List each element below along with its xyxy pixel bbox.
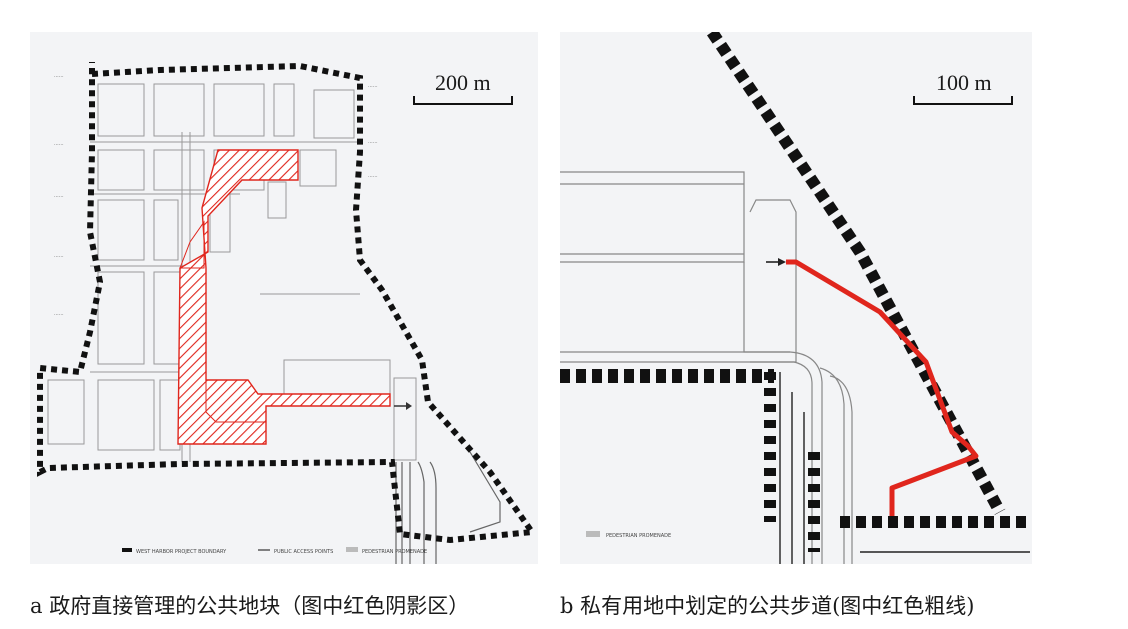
panel-a-map: ······ ······ ······ ······ ······ ·····…	[37, 62, 538, 564]
legend-access: PUBLIC ACCESS POINTS	[274, 549, 333, 555]
panel-b-map: PEDESTRIAN PROMENADE	[560, 32, 1030, 564]
scale-bar-b	[913, 96, 1013, 105]
svg-text:······: ······	[54, 312, 64, 318]
legend-promenade-b: PEDESTRIAN PROMENADE	[606, 533, 671, 539]
svg-text:······: ······	[368, 174, 378, 180]
svg-text:······: ······	[54, 194, 64, 200]
svg-text:······: ······	[54, 254, 64, 260]
public-access-arrow-b	[766, 258, 786, 266]
scale-label-b: 100 m	[936, 70, 992, 95]
legend-promenade: PEDESTRIAN PROMENADE	[362, 549, 427, 555]
scale-label-a: 200 m	[435, 70, 491, 95]
svg-text:······: ······	[368, 84, 378, 90]
panel-b-site-plan: PEDESTRIAN PROMENADE 100 m	[560, 32, 1032, 564]
panel-a-site-plan: ······ ······ ······ ······ ······ ·····…	[30, 32, 538, 564]
private-land-public-promenade	[786, 259, 979, 516]
panel-a-legend: WEST HARBOR PROJECT BOUNDARY PUBLIC ACCE…	[122, 547, 427, 555]
panel-b-legend: PEDESTRIAN PROMENADE	[586, 531, 671, 539]
public-access-arrow	[394, 402, 412, 410]
government-managed-public-plot	[177, 149, 391, 445]
legend-boundary: WEST HARBOR PROJECT BOUNDARY	[136, 549, 227, 555]
rail-lines	[395, 451, 501, 564]
rail-tracks-b	[779, 372, 1030, 564]
svg-text:······: ······	[54, 142, 64, 148]
caption-b: b 私有用地中划定的公共步道(图中红色粗线)	[560, 594, 975, 618]
svg-text:······: ······	[54, 74, 64, 80]
caption-a: a 政府直接管理的公共地块（图中红色阴影区）	[30, 594, 470, 618]
project-boundary	[37, 62, 538, 544]
project-boundary-b	[707, 32, 1006, 515]
svg-text:······: ······	[368, 140, 378, 146]
buildings-b	[560, 171, 853, 564]
scale-bar-a	[413, 96, 513, 105]
street-labels: ······ ······ ······ ······ ······ ·····…	[54, 74, 378, 318]
